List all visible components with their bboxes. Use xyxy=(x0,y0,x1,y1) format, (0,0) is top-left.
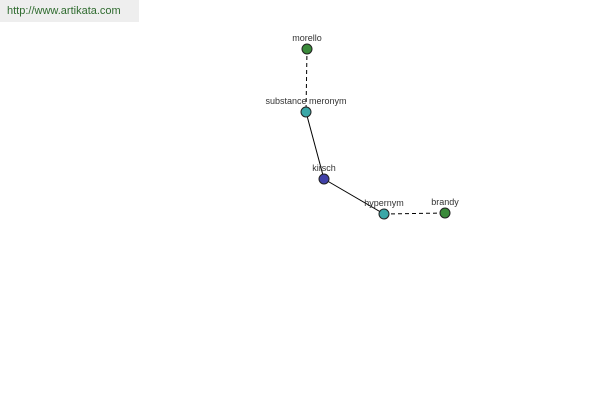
node-label-kirsch: kirsch xyxy=(312,163,336,173)
graph-nodes: morello substance meronym kirsch hypernym br… xyxy=(265,33,459,220)
node-label-brandy: brandy xyxy=(431,197,459,207)
node-hypernym[interactable]: hypernym xyxy=(364,198,404,220)
source-url-banner[interactable]: http://www.artikata.com xyxy=(0,0,139,22)
node-circle-brandy[interactable] xyxy=(439,207,451,219)
node-circle-hypernym[interactable] xyxy=(378,208,390,220)
node-label-hypernym: hypernym xyxy=(364,198,404,208)
node-circle-substance-meronym[interactable] xyxy=(300,106,312,118)
edge-kirsch-to-hypernym xyxy=(323,178,385,215)
edge-morello-to-substance-meronym xyxy=(305,48,308,113)
edge-substance-meronym-to-kirsch xyxy=(305,111,325,180)
node-brandy[interactable]: brandy xyxy=(431,197,459,219)
node-substance-meronym[interactable]: substance meronym xyxy=(265,96,347,118)
edge-hypernym-to-brandy xyxy=(383,212,446,215)
node-label-substance-meronym: substance meronym xyxy=(265,96,346,106)
node-circle-kirsch[interactable] xyxy=(318,173,330,185)
node-label-morello: morello xyxy=(292,33,322,43)
node-kirsch[interactable]: kirsch xyxy=(312,163,336,185)
graph-edges xyxy=(305,48,446,215)
node-morello[interactable]: morello xyxy=(292,33,322,55)
source-url-text[interactable]: http://www.artikata.com xyxy=(7,5,121,17)
node-circle-morello[interactable] xyxy=(301,43,313,55)
